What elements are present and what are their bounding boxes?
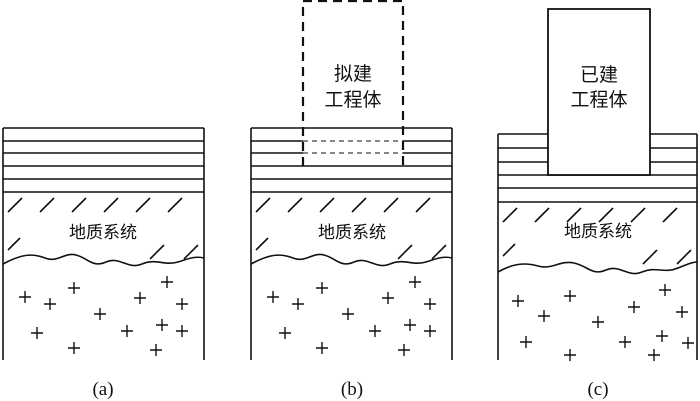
caption-b: (b) (341, 379, 363, 400)
bedrock-crosses (512, 284, 694, 361)
strata-layers (251, 127, 452, 193)
structure-label-c-line2: 工程体 (570, 89, 627, 111)
structure-label-b-line1: 拟建 (334, 63, 372, 85)
caption-a: (a) (92, 379, 113, 400)
hatch-band (502, 207, 692, 265)
structure-label-c-line1: 已建 (580, 64, 618, 86)
geology-label-b: 地质系统 (318, 223, 386, 243)
rock-boundary (497, 261, 698, 275)
hatch-band (255, 197, 447, 260)
panel-c (497, 8, 698, 361)
panel-b (250, 0, 453, 360)
soil-column-outline (497, 134, 698, 360)
proposed-structure-outline (301, 0, 405, 166)
soil-column-outline (250, 128, 453, 360)
geology-label-c: 地质系统 (564, 222, 632, 242)
bedrock-crosses (19, 276, 188, 356)
existing-structure (547, 8, 651, 176)
soil-column-outline (2, 128, 205, 360)
hatch-band (7, 197, 199, 260)
rock-boundary (2, 253, 205, 267)
bedrock-crosses (267, 276, 436, 356)
rock-boundary (250, 253, 453, 267)
structure-label-b-line2: 工程体 (324, 89, 381, 111)
panel-a (2, 127, 205, 360)
dashed-inner-layers (303, 140, 403, 154)
caption-c: (c) (587, 379, 608, 400)
geology-label-a: 地质系统 (69, 223, 137, 243)
strata-layers (3, 127, 204, 193)
